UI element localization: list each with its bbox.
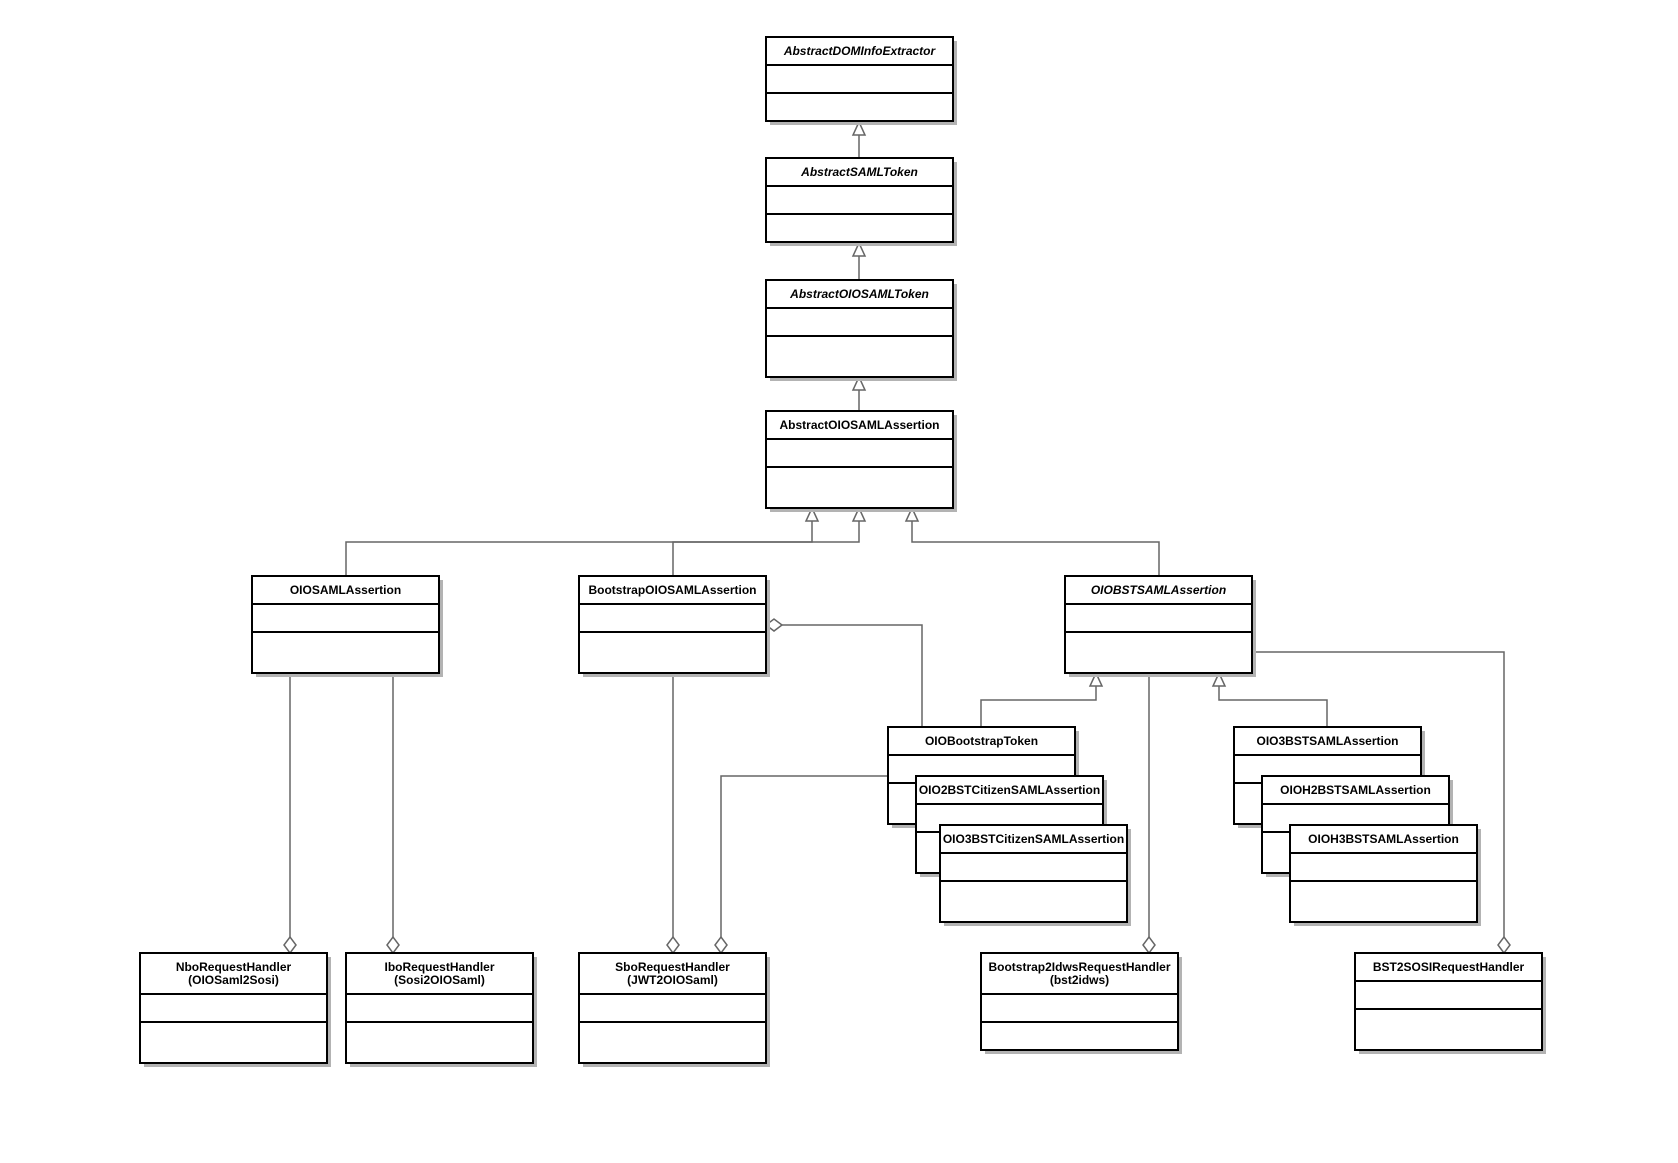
- class-box: [1354, 952, 1543, 1051]
- aggregation-edge: [666, 673, 680, 955]
- class-oiobstsamlassertion[interactable]: OIOBSTSAMLAssertion: [1064, 575, 1256, 677]
- class-name: OIOH2BSTSAMLAssertion: [1280, 783, 1431, 797]
- class-bootstrap2-idws-request-handler[interactable]: Bootstrap2IdwsRequestHandler(bst2idws): [980, 952, 1182, 1054]
- class-name: BootstrapOIOSAMLAssertion: [588, 583, 756, 597]
- class-abstract-oiosamltoken[interactable]: AbstractOIOSAMLToken: [765, 279, 957, 381]
- class-name: Bootstrap2IdwsRequestHandler: [988, 960, 1170, 974]
- class-box: [251, 575, 440, 674]
- class-abstract-oiosamlassertion[interactable]: AbstractOIOSAMLAssertion: [765, 410, 957, 512]
- class-box: [939, 824, 1128, 923]
- class-oioh3-bstsamlassertion[interactable]: OIOH3BSTSAMLAssertion: [1289, 824, 1481, 926]
- hollow-diamond-icon: [714, 935, 728, 955]
- class-nbo-request-handler[interactable]: NboRequestHandler(OIOSaml2Sosi): [139, 952, 331, 1067]
- aggregation-edge: [1252, 651, 1511, 955]
- class-name: OIOSAMLAssertion: [290, 583, 401, 597]
- generalization-edge: [851, 120, 867, 158]
- class-box: [345, 952, 534, 1064]
- hollow-triangle-icon: [804, 506, 820, 522]
- class-name: OIOH3BSTSAMLAssertion: [1308, 832, 1459, 846]
- hollow-triangle-icon: [851, 241, 867, 257]
- class-name: NboRequestHandler: [176, 960, 292, 974]
- class-box: [765, 410, 954, 509]
- class-box: [980, 952, 1179, 1051]
- aggregation-edge: [714, 775, 888, 955]
- hollow-diamond-icon: [283, 935, 297, 955]
- class-box: [765, 157, 954, 243]
- generalization-edge: [672, 506, 867, 576]
- class-box: [765, 36, 954, 122]
- class-name: IboRequestHandler: [384, 960, 494, 974]
- hollow-diamond-icon: [666, 935, 680, 955]
- class-bootstrap-oiosamlassertion[interactable]: BootstrapOIOSAMLAssertion: [578, 575, 770, 677]
- generalization-edge: [1211, 671, 1328, 727]
- class-name: OIO2BSTCitizenSAMLAssertion: [919, 783, 1100, 797]
- hollow-triangle-icon: [1088, 671, 1104, 687]
- hollow-triangle-icon: [851, 120, 867, 136]
- class-ibo-request-handler[interactable]: IboRequestHandler(Sosi2OIOSaml): [345, 952, 537, 1067]
- hollow-triangle-icon: [851, 506, 867, 522]
- class-subtitle: (Sosi2OIOSaml): [394, 973, 485, 987]
- class-box: [1289, 824, 1478, 923]
- classes: AbstractDOMInfoExtractorAbstractSAMLToke…: [139, 36, 1546, 1067]
- class-abstract-samltoken[interactable]: AbstractSAMLToken: [765, 157, 957, 246]
- class-name: OIO3BSTSAMLAssertion: [1256, 734, 1398, 748]
- aggregation-edge: [283, 673, 297, 955]
- class-box: [1064, 575, 1253, 674]
- class-oiosamlassertion[interactable]: OIOSAMLAssertion: [251, 575, 443, 677]
- class-box: [139, 952, 328, 1064]
- generalization-edge: [904, 506, 1160, 576]
- aggregation-edge: [386, 673, 400, 955]
- class-sbo-request-handler[interactable]: SboRequestHandler(JWT2OIOSaml): [578, 952, 770, 1067]
- hollow-diamond-icon: [1497, 935, 1511, 955]
- class-abstract-dominfo-extractor[interactable]: AbstractDOMInfoExtractor: [765, 36, 957, 125]
- class-name: AbstractDOMInfoExtractor: [783, 44, 937, 58]
- class-name: OIO3BSTCitizenSAMLAssertion: [943, 832, 1124, 846]
- hollow-triangle-icon: [851, 375, 867, 391]
- class-name: SboRequestHandler: [615, 960, 730, 974]
- class-box: [578, 575, 767, 674]
- class-bst2-sosirequest-handler[interactable]: BST2SOSIRequestHandler: [1354, 952, 1546, 1054]
- class-subtitle: (JWT2OIOSaml): [627, 973, 718, 987]
- hollow-diamond-icon: [386, 935, 400, 955]
- class-name: AbstractOIOSAMLToken: [789, 287, 929, 301]
- class-box: [765, 279, 954, 378]
- aggregation-edge: [1142, 673, 1156, 955]
- class-name: AbstractOIOSAMLAssertion: [779, 418, 939, 432]
- class-subtitle: (OIOSaml2Sosi): [188, 973, 279, 987]
- class-box: [578, 952, 767, 1064]
- hollow-triangle-icon: [904, 506, 920, 522]
- generalization-edge: [851, 241, 867, 280]
- generalization-edge: [345, 506, 820, 576]
- hollow-diamond-icon: [1142, 935, 1156, 955]
- class-name: OIOBSTSAMLAssertion: [1091, 583, 1226, 597]
- generalization-edge: [980, 671, 1104, 727]
- generalization-edge: [851, 375, 867, 411]
- class-name: OIOBootstrapToken: [925, 734, 1038, 748]
- class-subtitle: (bst2idws): [1050, 973, 1109, 987]
- class-name: BST2SOSIRequestHandler: [1373, 960, 1525, 974]
- class-oio3-bstcitizen-samlassertion[interactable]: OIO3BSTCitizenSAMLAssertion: [939, 824, 1131, 926]
- class-name: AbstractSAMLToken: [800, 165, 918, 179]
- hollow-triangle-icon: [1211, 671, 1227, 687]
- aggregation-edge: [764, 618, 923, 727]
- relations: [283, 120, 1511, 955]
